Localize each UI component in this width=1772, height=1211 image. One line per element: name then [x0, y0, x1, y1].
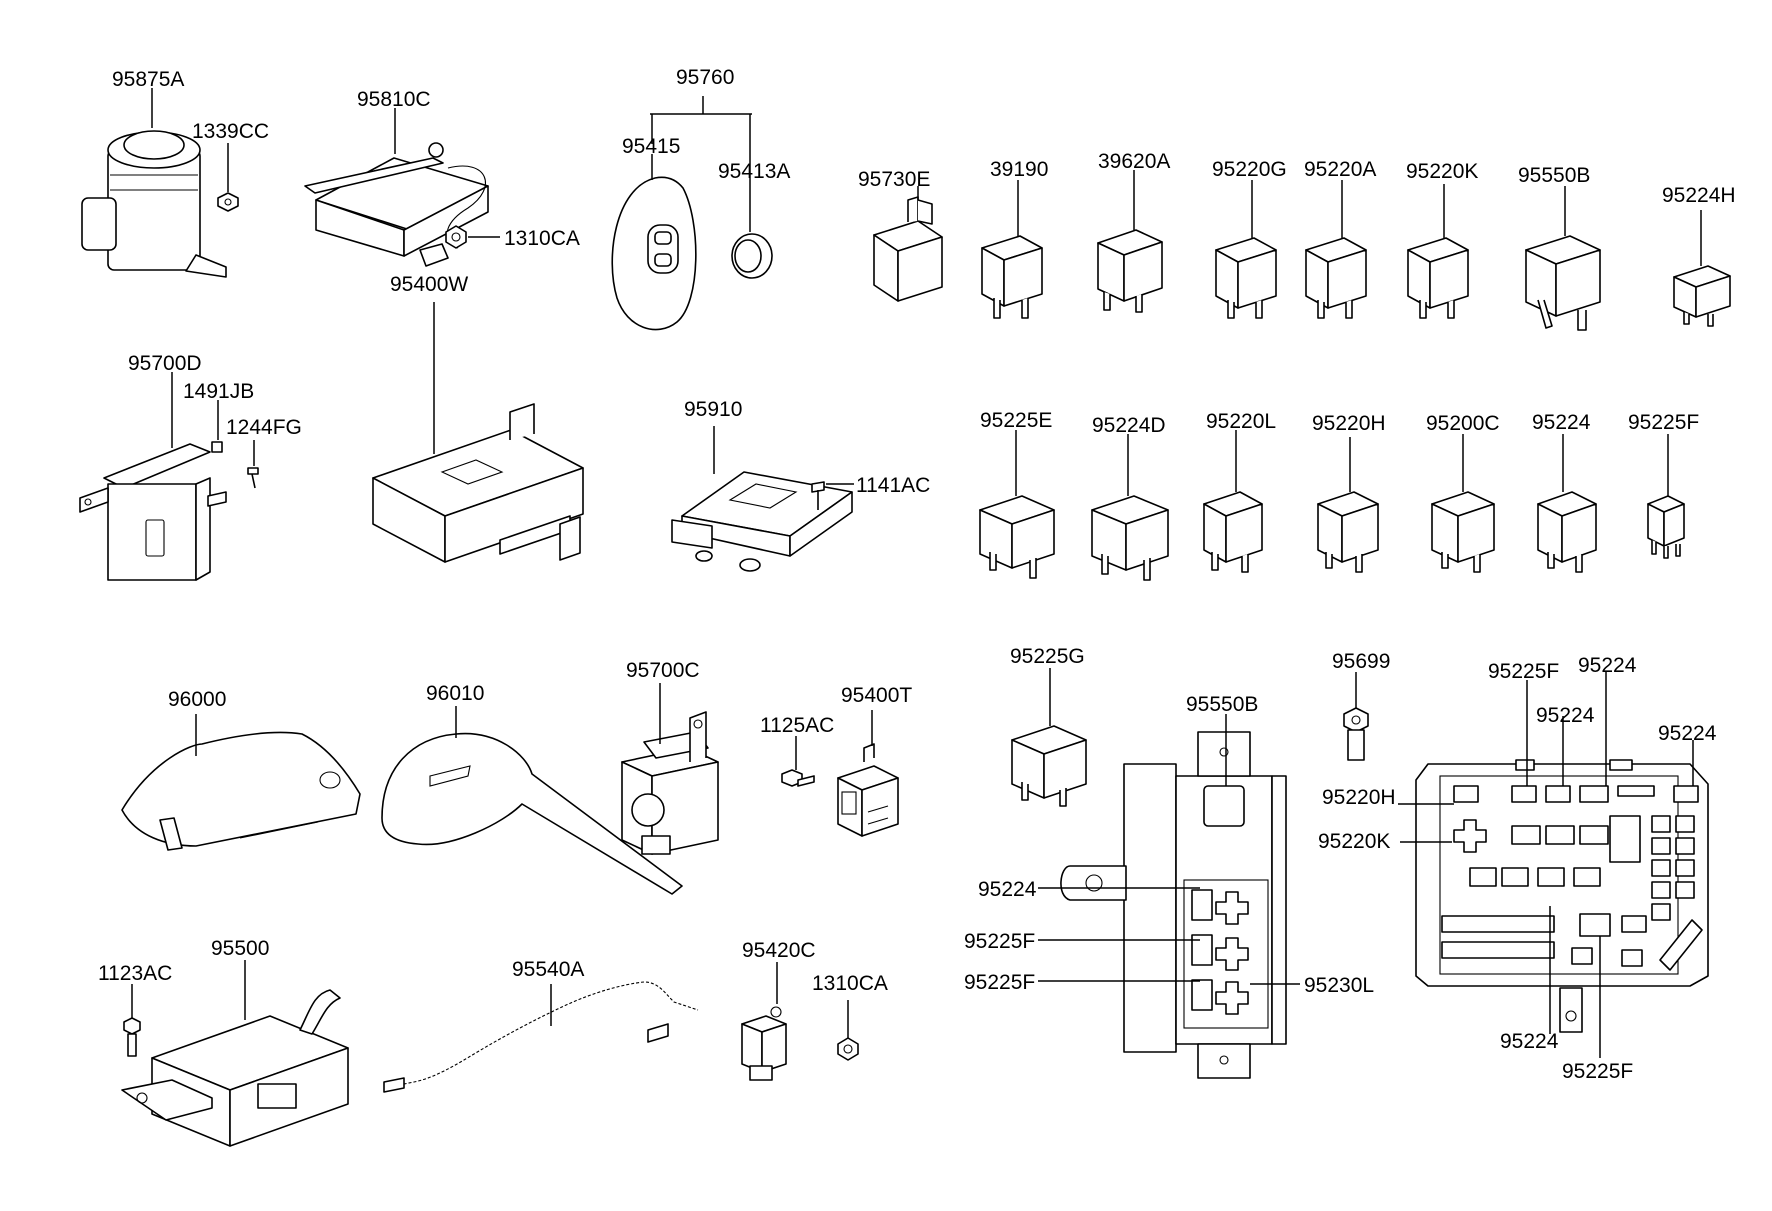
module-95500 — [121, 960, 349, 1147]
relay-39190 — [981, 180, 1043, 319]
module-95700d — [79, 372, 227, 581]
label-95875a: 95875A — [112, 68, 184, 91]
relay-39620a — [1097, 170, 1163, 313]
label-95225g: 95225G — [1010, 645, 1085, 668]
label-95730e: 95730E — [858, 168, 930, 191]
label-95810c: 95810C — [357, 88, 431, 111]
label-95700c: 95700C — [626, 659, 700, 682]
fuse-95699 — [1343, 672, 1369, 761]
label-95224-d: 95224 — [1658, 722, 1717, 745]
label-95760: 95760 — [676, 66, 734, 89]
label-95225f-c: 95225F — [964, 930, 1035, 953]
nut-1310ca-a — [445, 225, 500, 249]
label-1491jb: 1491JB — [183, 380, 254, 403]
sensor-95420c — [741, 962, 787, 1081]
label-95224-e: 95224 — [978, 878, 1037, 901]
relay-95225f-a — [1647, 434, 1685, 559]
label-95413a: 95413A — [718, 160, 790, 183]
label-95220k-a: 95220K — [1406, 160, 1478, 183]
label-95699: 95699 — [1332, 650, 1390, 673]
label-95400w: 95400W — [390, 273, 468, 296]
label-95220k-b: 95220K — [1318, 830, 1390, 853]
cover-96010 — [381, 706, 683, 895]
relay-95220l — [1203, 430, 1263, 573]
label-95225e: 95225E — [980, 409, 1052, 432]
module-95700c — [621, 683, 719, 855]
relay-95224-a — [1537, 434, 1597, 573]
label-95415: 95415 — [622, 135, 680, 158]
horn-95875a — [81, 88, 227, 278]
bolt-1123ac — [123, 984, 141, 1057]
relay-95224h — [1673, 210, 1731, 327]
remote-95415 — [611, 154, 697, 331]
bolt-1141ac — [811, 481, 854, 510]
relay-95225e — [979, 430, 1055, 579]
label-95220h-b: 95220H — [1322, 786, 1396, 809]
label-1123ac: 1123AC — [98, 962, 172, 985]
label-95224-f: 95224 — [1500, 1030, 1559, 1053]
ecu-95400w — [372, 302, 584, 563]
cable-95540a — [383, 981, 699, 1093]
relay-95225g — [1011, 668, 1087, 807]
relay-95730e — [873, 186, 943, 302]
label-1125ac: 1125AC — [760, 714, 834, 737]
label-1310ca-a: 1310CA — [504, 227, 580, 250]
label-95225f-a: 95225F — [1628, 411, 1699, 434]
bolt-1125ac — [781, 736, 815, 787]
relay-95220k-a — [1407, 184, 1469, 319]
label-95225f-e: 95225F — [1562, 1060, 1633, 1083]
remote-group-95760 — [650, 96, 752, 184]
label-1310ca-b: 1310CA — [812, 972, 888, 995]
label-1339cc: 1339CC — [192, 120, 269, 143]
label-95420c: 95420C — [742, 939, 816, 962]
label-96010: 96010 — [426, 682, 484, 705]
label-95220g: 95220G — [1212, 158, 1287, 181]
label-95224-c: 95224 — [1536, 704, 1595, 727]
label-95550b-a: 95550B — [1518, 164, 1590, 187]
sensor-95400t — [837, 710, 899, 837]
label-1244fg: 1244FG — [226, 416, 302, 439]
label-95500: 95500 — [211, 937, 269, 960]
label-95220h-a: 95220H — [1312, 412, 1386, 435]
label-39190: 39190 — [990, 158, 1048, 181]
relay-95224d — [1091, 434, 1169, 581]
relay-95220h-a — [1317, 437, 1379, 573]
label-95225f-d: 95225F — [964, 971, 1035, 994]
airbag-95910 — [671, 426, 853, 572]
label-95200c: 95200C — [1426, 412, 1500, 435]
label-95220a: 95220A — [1304, 158, 1376, 181]
label-95700d: 95700D — [128, 352, 202, 375]
cover-96000 — [121, 714, 361, 851]
screw-1491jb — [211, 400, 223, 453]
relay-95220a — [1305, 180, 1367, 319]
label-95910: 95910 — [684, 398, 742, 421]
label-95224-a: 95224 — [1532, 411, 1591, 434]
label-95224-b: 95224 — [1578, 654, 1637, 677]
label-95540a: 95540A — [512, 958, 584, 981]
relay-95200c — [1431, 434, 1495, 573]
label-96000: 96000 — [168, 688, 226, 711]
relay-box-95550b — [1060, 714, 1287, 1079]
label-95224h: 95224H — [1662, 184, 1736, 207]
bolt-1244fg — [247, 440, 259, 489]
nut-1310ca-b — [837, 1000, 859, 1061]
label-95550b-b: 95550B — [1186, 693, 1258, 716]
module-95810c — [304, 108, 489, 267]
label-95230l: 95230L — [1304, 974, 1374, 997]
nut-1339cc — [217, 143, 239, 212]
relay-95220g — [1215, 180, 1277, 319]
label-95400t: 95400T — [841, 684, 912, 707]
label-95225f-b: 95225F — [1488, 660, 1559, 683]
relay-95550b-a — [1525, 186, 1601, 331]
fuse-box — [1398, 672, 1709, 1058]
label-95224d: 95224D — [1092, 414, 1166, 437]
label-39620a: 39620A — [1098, 150, 1170, 173]
label-1141ac: 1141AC — [856, 474, 930, 497]
label-95220l: 95220L — [1206, 410, 1276, 433]
battery-95413a — [731, 184, 773, 279]
